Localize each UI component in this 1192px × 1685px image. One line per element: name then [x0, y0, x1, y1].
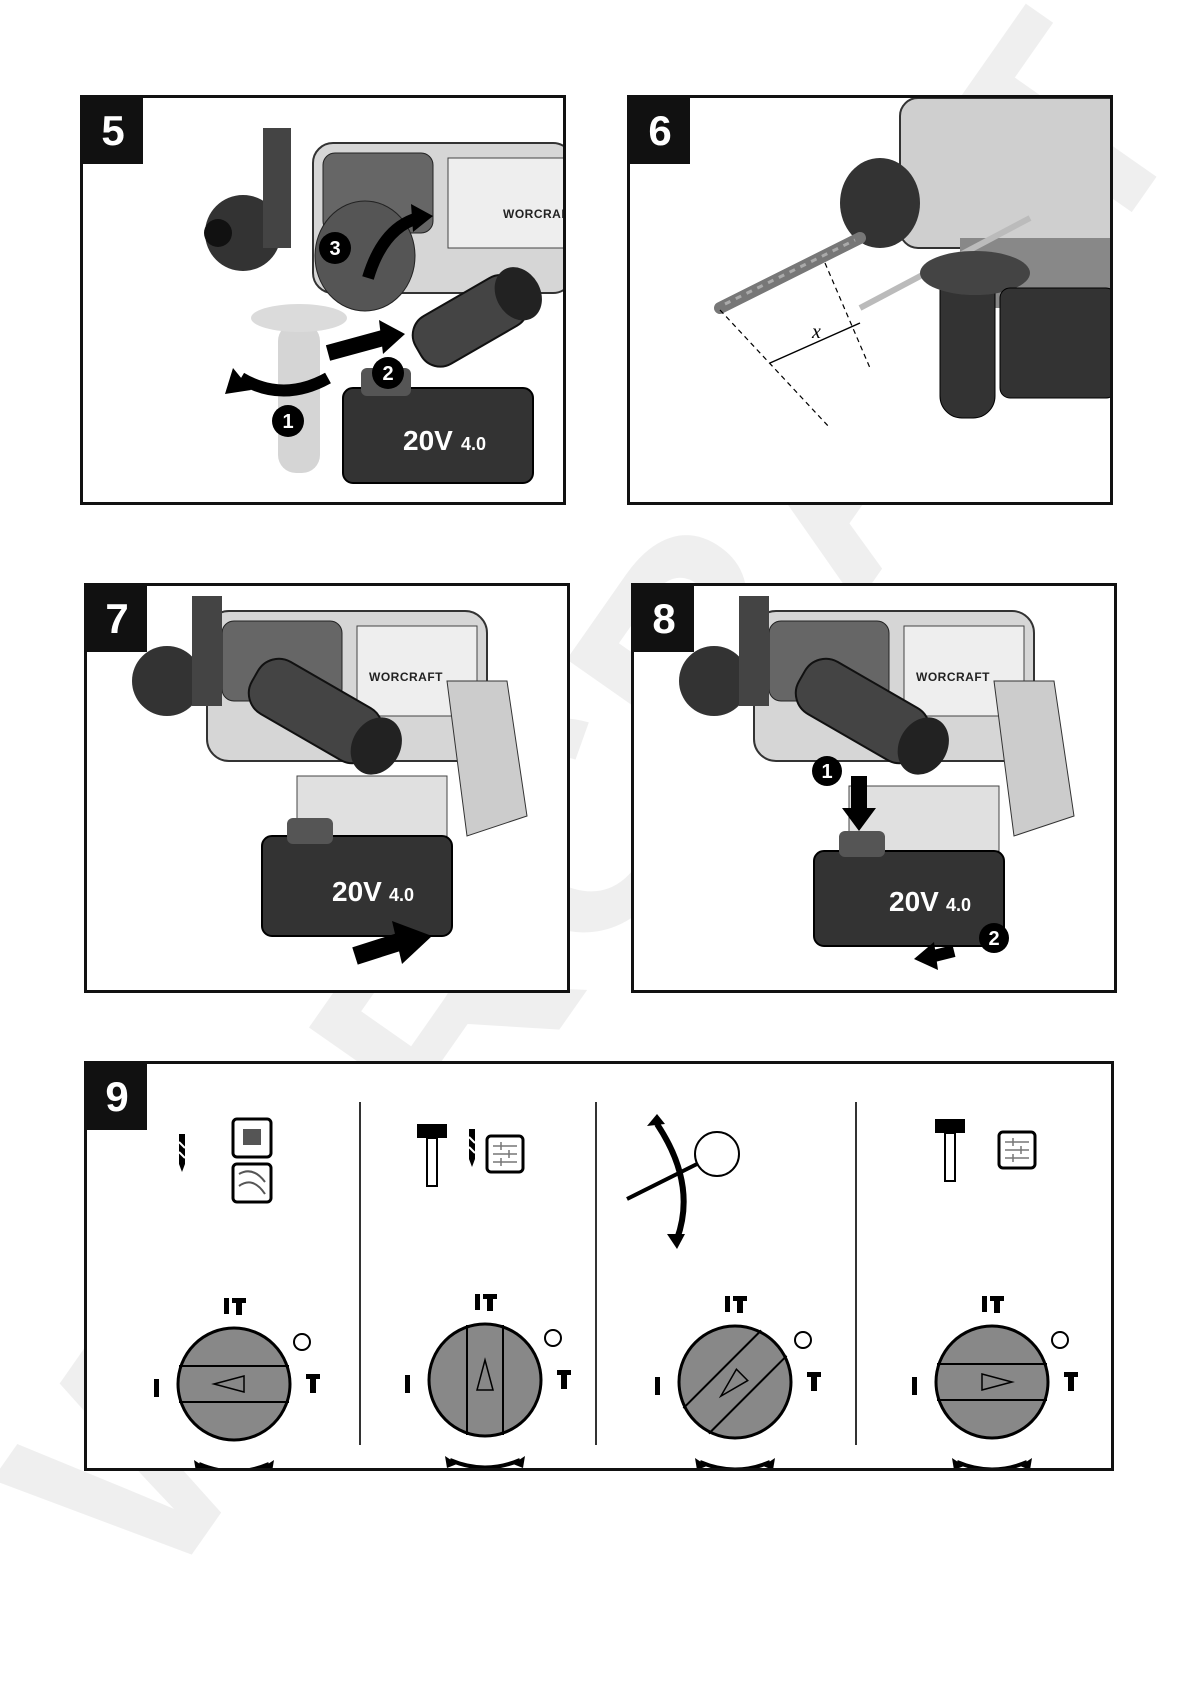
mode-hammer-drill-column: [405, 1124, 571, 1468]
figure-number: 5: [83, 98, 143, 164]
battery-voltage-label: 20V: [889, 886, 939, 917]
mode-drill-column: [154, 1119, 320, 1471]
step-1-label: 1: [282, 411, 293, 433]
battery-capacity-label: 4.0: [946, 895, 971, 915]
figure-number: 7: [87, 586, 147, 652]
battery-voltage-label: 20V: [403, 425, 453, 456]
step-2-label: 2: [988, 928, 999, 950]
battery-removal-illustration: WORCRAFT 20V 4.0 1 2: [634, 586, 1117, 993]
brand-label: WORCRAFT: [503, 207, 566, 221]
step-2-label: 2: [382, 363, 393, 385]
drill-side-handle-illustration: WORCRAFT 20V 4.0 1 2 3: [83, 98, 566, 505]
figure-number: 8: [634, 586, 694, 652]
mode-selector-diagram: [87, 1064, 1114, 1471]
figure-7-panel: WORCRAFT 20V 4.0 7: [84, 583, 570, 993]
battery-voltage-label: 20V: [332, 876, 382, 907]
step-3-label: 3: [329, 238, 340, 260]
depth-measure-label: x: [811, 321, 821, 343]
battery-capacity-label: 4.0: [461, 434, 486, 454]
brand-label: WORCRAFT: [369, 670, 443, 684]
mode-hammer-column: [912, 1119, 1078, 1470]
figure-number: 6: [630, 98, 690, 164]
figure-8-panel: WORCRAFT 20V 4.0 1 2 8: [631, 583, 1117, 993]
step-1-label: 1: [821, 761, 832, 783]
depth-gauge-illustration: x: [630, 98, 1113, 505]
battery-insert-illustration: WORCRAFT 20V 4.0: [87, 586, 570, 993]
battery-capacity-label: 4.0: [389, 885, 414, 905]
figure-5-panel: WORCRAFT 20V 4.0 1 2 3 5: [80, 95, 566, 505]
figure-6-panel: x 6: [627, 95, 1113, 505]
figure-9-panel: 9: [84, 1061, 1114, 1471]
mode-chisel-adjust-column: [627, 1114, 821, 1470]
brand-label: WORCRAFT: [916, 670, 990, 684]
